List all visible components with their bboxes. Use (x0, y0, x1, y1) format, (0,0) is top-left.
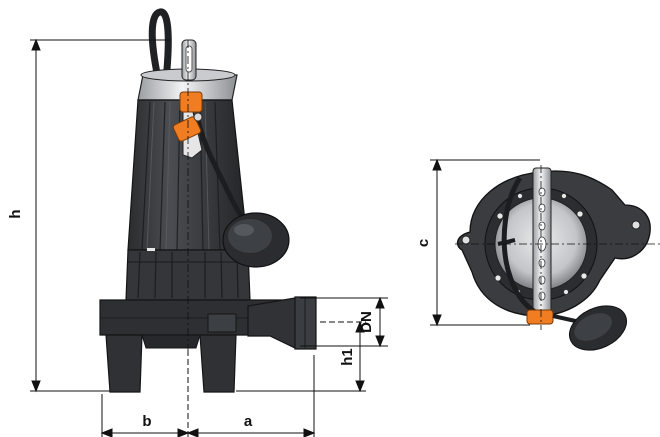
dimension-label-h1: h1 (339, 348, 356, 366)
dimension-label-b: b (142, 413, 151, 430)
dimension-label-dn: DN (358, 311, 375, 333)
dimension-label-h: h (7, 209, 24, 218)
dimension-label-a: a (244, 413, 253, 430)
dimension-lines (30, 38, 660, 437)
cable-clamp (172, 91, 203, 142)
pump-side-view (99, 8, 317, 393)
dimension-label-c: c (415, 239, 432, 247)
pump-top-view (456, 167, 651, 351)
float-switch (222, 212, 290, 268)
